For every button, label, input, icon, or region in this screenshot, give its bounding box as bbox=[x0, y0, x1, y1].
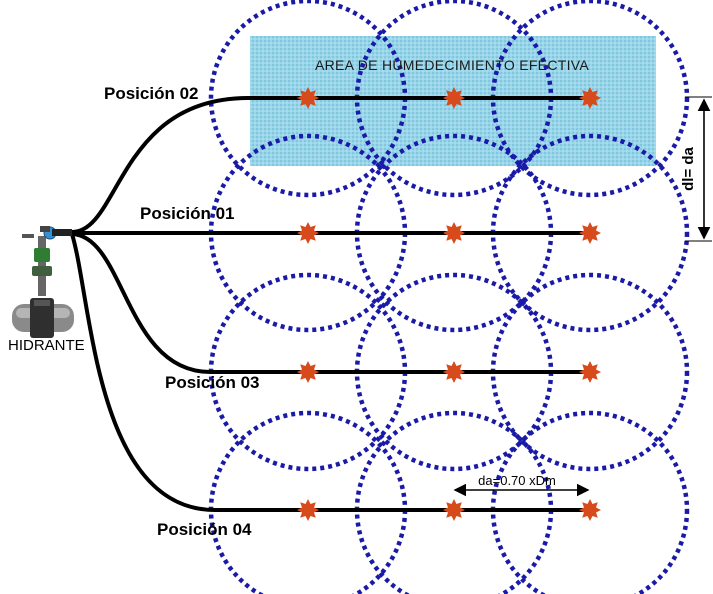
sprinkler-icon-03-3 bbox=[579, 361, 601, 383]
sprinkler-icon-01-3 bbox=[579, 222, 601, 244]
sprinkler-icon-03-2 bbox=[443, 361, 465, 383]
pipe-position-03 bbox=[70, 232, 594, 374]
sprinkler-icon-04-1 bbox=[297, 499, 319, 521]
sprinkler-icon-02-2 bbox=[443, 87, 465, 109]
area-label: AREA DE HUMEDECIMIENTO EFECTIVA bbox=[315, 57, 589, 73]
hydrant-label: HIDRANTE bbox=[8, 337, 85, 354]
sprinkler-icon-04-2 bbox=[443, 499, 465, 521]
dimension-dl: dl= da bbox=[680, 96, 712, 242]
pipe-position-02 bbox=[70, 96, 594, 234]
sprinkler-icon-03-1 bbox=[297, 361, 319, 383]
position-label-02: Posición 02 bbox=[104, 84, 198, 103]
position-label-03: Posición 03 bbox=[165, 373, 259, 392]
dimension-dl-label: dl= da bbox=[680, 146, 697, 190]
position-label-04: Posición 04 bbox=[157, 520, 252, 539]
sprinkler-icon-02-3 bbox=[579, 87, 601, 109]
pipe-position-04 bbox=[70, 232, 594, 512]
pipes bbox=[70, 96, 594, 512]
dimension-da-label: da=0.70 xDm bbox=[478, 473, 556, 488]
sprinkler-icon-01-1 bbox=[297, 222, 319, 244]
sprinklers bbox=[297, 87, 601, 521]
sprinkler-icon-04-3 bbox=[579, 499, 601, 521]
position-label-01: Posición 01 bbox=[140, 204, 234, 223]
dimension-da: da=0.70 xDm bbox=[453, 473, 590, 497]
sprinkler-icon-02-1 bbox=[297, 87, 319, 109]
hydrant-icon bbox=[12, 226, 74, 338]
sprinkler-icon-01-2 bbox=[443, 222, 465, 244]
